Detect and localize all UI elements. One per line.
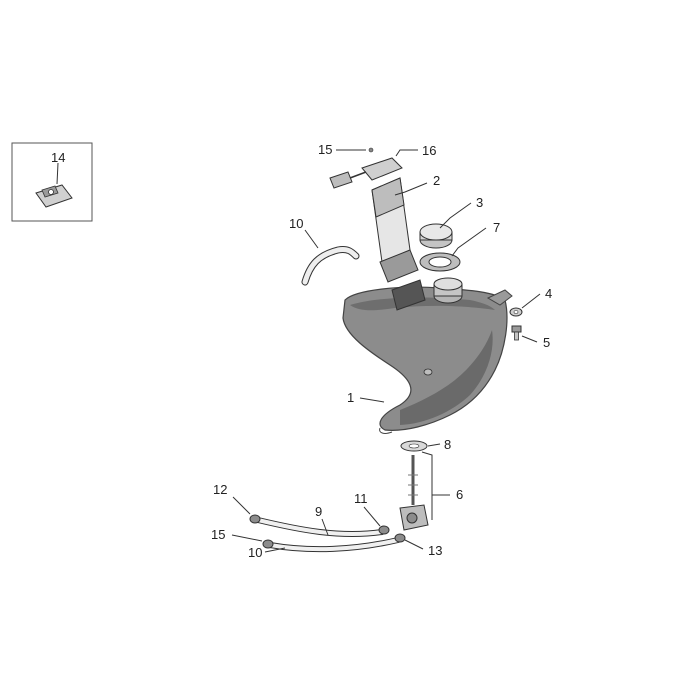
leader-lines — [231, 149, 541, 553]
vent-hose-lower-icon — [267, 537, 401, 553]
gasket-icon — [400, 440, 428, 452]
leader-14 — [56, 162, 59, 185]
fuel-tap-icon — [399, 455, 429, 531]
callout-7: 7 — [493, 220, 500, 235]
callout-13: 13 — [428, 543, 442, 558]
callout-16: 15 — [318, 142, 332, 157]
callout-4: 4 — [545, 286, 552, 301]
fuel-tank-icon — [342, 286, 513, 434]
callout-3: 3 — [476, 195, 483, 210]
callout-17: 16 — [422, 143, 436, 158]
callout-9: 9 — [315, 504, 322, 519]
filler-neck-icon — [433, 277, 463, 304]
callout-15: 15 — [211, 527, 225, 542]
callout-11: 11 — [354, 491, 368, 506]
vent-hose-icon — [301, 246, 360, 286]
inset-box-part-14 — [11, 142, 93, 222]
washer-icon — [509, 307, 523, 317]
callout-6: 6 — [456, 487, 463, 502]
o-ring-icon — [368, 147, 374, 153]
fuel-pump-icon — [329, 157, 426, 311]
callout-10-top: 10 — [289, 216, 303, 231]
callout-14: 14 — [51, 150, 65, 165]
fuel-cap-icon — [419, 223, 453, 249]
callout-5: 5 — [543, 335, 550, 350]
callout-2: 2 — [433, 173, 440, 188]
filler-ring-icon — [419, 252, 461, 272]
callout-labels: 14 1 2 3 7 4 5 10 15 16 8 6 12 15 10 9 1… — [51, 142, 552, 560]
spring-nut-clip-icon — [35, 184, 73, 208]
callout-1: 1 — [347, 390, 354, 405]
bolt-icon — [511, 325, 522, 341]
fuel-hose-icon — [255, 517, 385, 538]
callout-8: 8 — [444, 437, 451, 452]
callout-10-bottom: 10 — [248, 545, 262, 560]
hose-clamp-icon — [249, 514, 406, 549]
callout-12: 12 — [213, 482, 227, 497]
